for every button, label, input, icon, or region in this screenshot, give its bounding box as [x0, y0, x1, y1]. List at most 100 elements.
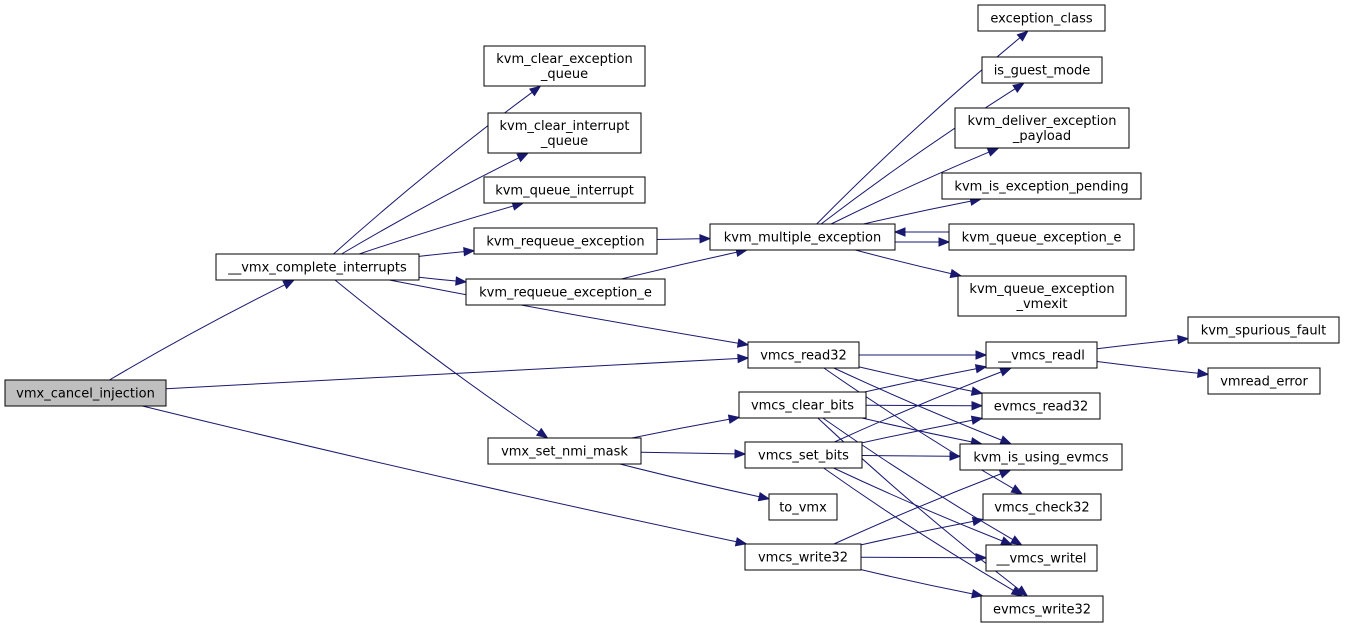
arrowhead-vmx_cancel_injection-to-vmcs_write32 — [734, 537, 748, 547]
edge-__vmx_complete_interrupts-to-vmx_set_nmi_mask — [334, 279, 540, 433]
arrowhead-vmx_cancel_injection-to-__vmx_complete_interrupts — [282, 279, 295, 290]
node-box — [957, 275, 1127, 317]
node-kvm_deliver_exception_payload[interactable]: kvm_deliver_exception_payload — [954, 107, 1130, 149]
node-box — [747, 341, 860, 369]
node-kvm_spurious_fault[interactable]: kvm_spurious_fault — [1187, 316, 1340, 344]
edge-kvm_requeue_exception-to-kvm_multiple_exception — [656, 238, 701, 240]
arrowhead-kvm_multiple_exception-to-exception_class — [1016, 30, 1029, 42]
node-evmcs_read32[interactable]: evmcs_read32 — [981, 392, 1101, 420]
arrowhead-vmcs_set_bits-to-kvm_is_using_evmcs — [949, 451, 962, 461]
arrowhead-__vmx_complete_interrupts-to-kvm_clear_interrupt_queue — [516, 152, 530, 163]
node-box — [473, 227, 658, 255]
node-box — [487, 437, 642, 465]
edge-vmcs_write32-to-__vmcs_writel — [860, 556, 977, 559]
node-label: vmcs_read32 — [760, 349, 847, 364]
node-__vmcs_readl[interactable]: __vmcs_readl — [985, 341, 1098, 369]
arrowhead-vmx_set_nmi_mask-to-vmcs_clear_bits — [727, 414, 741, 424]
node-vmcs_write32[interactable]: vmcs_write32 — [744, 543, 862, 571]
arrowhead-__vmx_complete_interrupts-to-vmcs_read32 — [736, 338, 750, 348]
edge-kvm_multiple_exception-to-is_guest_mode — [820, 88, 1016, 225]
node-vmx_set_nmi_mask[interactable]: vmx_set_nmi_mask — [487, 437, 642, 465]
node-box — [948, 223, 1135, 251]
arrowhead-vmcs_read32-to-__vmcs_readl — [975, 350, 988, 360]
edge-vmcs_write32-to-evmcs_write32 — [860, 569, 973, 595]
edge-kvm_requeue_exception_e-to-kvm_multiple_exception — [621, 251, 737, 280]
node-box — [981, 56, 1103, 84]
node-kvm_multiple_exception[interactable]: kvm_multiple_exception — [709, 223, 896, 251]
node-kvm_is_exception_pending[interactable]: kvm_is_exception_pending — [941, 172, 1142, 200]
node-box — [483, 45, 646, 87]
arrowhead-vmcs_read32-to-evmcs_read32 — [970, 386, 984, 396]
arrowhead-kvm_multiple_exception-to-kvm_deliver_exception_payload — [986, 147, 1000, 157]
node-label: is_guest_mode — [994, 64, 1091, 79]
node-kvm_is_using_evmcs[interactable]: kvm_is_using_evmcs — [959, 443, 1123, 471]
node-kvm_requeue_exception_e[interactable]: kvm_requeue_exception_e — [465, 278, 666, 306]
node-vmx_cancel_injection[interactable]: vmx_cancel_injection — [4, 379, 167, 407]
node-label: vmx_cancel_injection — [16, 387, 155, 402]
node-box — [4, 379, 167, 407]
edge-__vmcs_readl-to-vmread_error — [1096, 361, 1199, 374]
edge-vmcs_write32-to-kvm_is_using_evmcs — [833, 473, 1001, 545]
edge-vmcs_set_bits-to-kvm_is_using_evmcs — [861, 455, 951, 457]
edge-vmx_set_nmi_mask-to-vmcs_clear_bits — [631, 418, 730, 439]
node-is_guest_mode[interactable]: is_guest_mode — [981, 56, 1103, 84]
node-kvm_clear_interrupt_queue[interactable]: kvm_clear_interrupt_queue — [487, 112, 642, 154]
edge-vmcs_read32-to-evmcs_read32 — [858, 366, 973, 392]
node-kvm_clear_exception_queue[interactable]: kvm_clear_exception_queue — [483, 45, 646, 87]
node-__vmcs_writel[interactable]: __vmcs_writel — [985, 544, 1098, 572]
node-vmcs_set_bits[interactable]: vmcs_set_bits — [744, 441, 863, 469]
node-kvm_queue_interrupt[interactable]: kvm_queue_interrupt — [483, 176, 646, 204]
node-label: __vmcs_writel — [995, 552, 1086, 567]
node-box — [768, 493, 838, 521]
node-exception_class[interactable]: exception_class — [977, 4, 1106, 32]
node-label: vmcs_check32 — [994, 501, 1089, 516]
node-vmcs_read32[interactable]: vmcs_read32 — [747, 341, 860, 369]
node-box — [954, 107, 1130, 149]
node-__vmx_complete_interrupts[interactable]: __vmx_complete_interrupts — [215, 253, 420, 281]
node-box — [487, 112, 642, 154]
node-box — [738, 391, 867, 419]
node-box — [941, 172, 1142, 200]
node-label: __vmx_complete_interrupts — [227, 261, 407, 276]
node-label: kvm_is_using_evmcs — [973, 451, 1108, 466]
arrowhead-vmcs_read32-to-vmcs_check32 — [1010, 484, 1023, 495]
node-vmcs_check32[interactable]: vmcs_check32 — [982, 493, 1102, 521]
node-label: kvm_clear_interrupt — [500, 119, 630, 134]
edge-vmx_cancel_injection-to-__vmx_complete_interrupts — [109, 284, 286, 381]
edge-vmcs_clear_bits-to-__vmcs_writel — [822, 417, 1014, 541]
call-graph-nodes: vmx_cancel_injection __vmx_complete_inter… — [4, 4, 1340, 623]
arrowhead-__vmcs_readl-to-kvm_spurious_fault — [1177, 334, 1190, 345]
node-evmcs_write32[interactable]: evmcs_write32 — [980, 595, 1104, 623]
node-vmread_error[interactable]: vmread_error — [1207, 367, 1321, 395]
node-label: kvm_spurious_fault — [1201, 324, 1327, 339]
node-label: vmcs_write32 — [758, 551, 848, 566]
node-label: vmread_error — [1220, 375, 1308, 390]
node-kvm_requeue_exception[interactable]: kvm_requeue_exception — [473, 227, 658, 255]
arrowhead-__vmx_complete_interrupts-to-kvm_clear_exception_queue — [528, 85, 542, 97]
node-label: vmcs_clear_bits — [751, 399, 854, 414]
node-box — [483, 176, 646, 204]
node-kvm_queue_exception_vmexit[interactable]: kvm_queue_exception_vmexit — [957, 275, 1127, 317]
arrowhead-vmcs_clear_bits-to-__vmcs_writel — [1009, 535, 1023, 546]
node-label: vmx_set_nmi_mask — [501, 445, 628, 460]
node-to_vmx[interactable]: to_vmx — [768, 493, 838, 521]
node-vmcs_clear_bits[interactable]: vmcs_clear_bits — [738, 391, 867, 419]
node-label: __vmcs_readl — [997, 349, 1085, 364]
edge-kvm_multiple_exception-to-kvm_is_exception_pending — [863, 200, 971, 225]
edge-__vmx_complete_interrupts-to-kvm_clear_exception_queue — [333, 91, 533, 255]
node-label: evmcs_read32 — [994, 400, 1089, 415]
node-label: kvm_queue_interrupt — [495, 184, 634, 199]
edge-vmx_set_nmi_mask-to-to_vmx — [619, 463, 760, 498]
node-label: _queue — [540, 67, 588, 82]
node-label: _queue — [540, 134, 588, 149]
node-box — [981, 392, 1101, 420]
edge-vmcs_set_bits-to-__vmcs_writel — [833, 467, 1003, 542]
node-label: kvm_is_exception_pending — [954, 180, 1128, 195]
node-kvm_queue_exception_e[interactable]: kvm_queue_exception_e — [948, 223, 1135, 251]
node-label: _vmexit — [1015, 297, 1067, 312]
edge-__vmx_complete_interrupts-to-kvm_clear_interrupt_queue — [341, 157, 520, 255]
arrowhead-vmcs_set_bits-to-__vmcs_readl — [999, 367, 1012, 377]
node-box — [959, 443, 1123, 471]
edge-__vmcs_readl-to-kvm_spurious_fault — [1096, 339, 1179, 350]
edge-vmcs_set_bits-to-evmcs_read32 — [861, 419, 973, 444]
